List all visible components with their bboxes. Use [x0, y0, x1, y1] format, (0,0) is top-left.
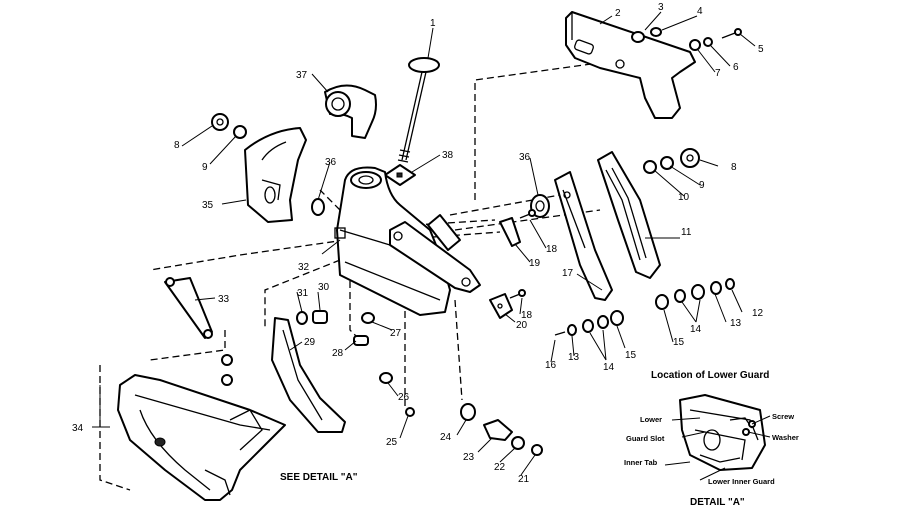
leader-lines [92, 11, 771, 481]
pivot-link-arm [389, 214, 481, 293]
callout-5: 5 [758, 44, 764, 55]
callout-22: 22 [494, 462, 506, 473]
callout-3: 3 [658, 2, 664, 13]
see-detail-caption: SEE DETAIL "A" [280, 472, 358, 483]
detail-label-inner-tab: Inner Tab [624, 458, 658, 467]
part-36-washer-left [311, 198, 325, 216]
part-17-guard-link [554, 171, 613, 301]
callout-36-right: 36 [519, 152, 531, 163]
assembly-lines [99, 59, 621, 491]
callout-26: 26 [398, 392, 410, 403]
hardware-13-14-15-16-lower [554, 310, 624, 336]
callout-25: 25 [386, 437, 398, 448]
callout-10: 10 [678, 192, 690, 203]
detail-label-lower: Lower [640, 415, 662, 424]
callout-17: 17 [562, 268, 574, 279]
callout-18-upper: 18 [546, 244, 558, 255]
part-8-knob-left [211, 113, 229, 131]
hardware-12-13-14-15-upper [655, 278, 735, 310]
detail-label-guard-slot: Guard Slot [626, 434, 665, 443]
part-28-screw [353, 335, 369, 346]
callout-15-lower: 15 [625, 350, 637, 361]
part-24-washer [460, 403, 476, 421]
callout-14-lower: 14 [603, 362, 615, 373]
callout-28: 28 [332, 348, 344, 359]
callout-36-left: 36 [325, 157, 337, 168]
part-37-elbow-fitting [324, 84, 377, 139]
part-22-washer [511, 436, 525, 450]
part-9-washer-left [233, 125, 247, 139]
callout-13-upper: 13 [730, 318, 742, 329]
part-1-adjustment-rod [397, 57, 440, 163]
callout-15-upper: 15 [673, 337, 685, 348]
detail-label-screw: Screw [772, 412, 794, 421]
callout-8-right: 8 [731, 162, 737, 173]
callout-35: 35 [202, 200, 214, 211]
part-10-washer [643, 160, 657, 174]
callout-19: 19 [529, 258, 541, 269]
callout-27: 27 [390, 328, 402, 339]
callout-33: 33 [218, 294, 230, 305]
callout-12: 12 [752, 308, 764, 319]
part-26-nut [379, 372, 393, 384]
part-33-rod [164, 277, 213, 339]
part-35-shield [244, 127, 307, 223]
part-19-clip [499, 217, 521, 247]
callout-9-right: 9 [699, 180, 705, 191]
part-18-screw-upper [519, 209, 536, 219]
callout-20: 20 [516, 320, 528, 331]
callout-13-lower: 13 [568, 352, 580, 363]
callout-8-left: 8 [174, 140, 180, 151]
callout-31: 31 [297, 288, 309, 299]
part-29-lower-inner-guard [271, 317, 346, 433]
callout-18-lower: 18 [521, 310, 533, 321]
callout-23: 23 [463, 452, 475, 463]
part-2-mounting-bracket [565, 11, 696, 119]
hardware-3-4-5-6-7 [631, 27, 742, 51]
callout-29: 29 [304, 337, 316, 348]
callout-21: 21 [518, 474, 530, 485]
callout-2: 2 [615, 8, 621, 19]
callout-14-upper: 14 [690, 324, 702, 335]
part-23-bracket [483, 419, 513, 441]
callout-6: 6 [733, 62, 739, 73]
part-25-screw [405, 407, 415, 417]
callout-34: 34 [72, 423, 84, 434]
callout-11: 11 [681, 227, 692, 238]
callout-1: 1 [430, 18, 436, 29]
callout-30: 30 [318, 282, 330, 293]
part-34-lower-guard [117, 374, 286, 501]
part-38-plate [384, 164, 416, 186]
part-18-screw-lower [509, 289, 526, 299]
part-21-nut [531, 444, 543, 456]
callout-38: 38 [442, 150, 454, 161]
detail-label-lower-inner-guard: Lower Inner Guard [708, 477, 775, 486]
callout-4: 4 [697, 6, 703, 17]
detail-a-title: DETAIL "A" [690, 497, 745, 508]
part-27-washer [361, 312, 375, 324]
callout-24: 24 [440, 432, 452, 443]
callout-16: 16 [545, 360, 557, 371]
callout-numbers: 1 2 3 4 5 6 7 8 9 8 9 10 11 12 13 14 15 … [72, 2, 764, 485]
part-8-knob-right [680, 148, 700, 168]
callout-37: 37 [296, 70, 308, 81]
location-of-lower-guard-title: Location of Lower Guard [651, 370, 769, 381]
part-20-bracket-clip [489, 293, 513, 319]
callout-32: 32 [298, 262, 310, 273]
detail-a-drawing [679, 394, 766, 471]
lower-guard-hardware [221, 354, 233, 386]
callout-7: 7 [715, 68, 721, 79]
callout-9-left: 9 [202, 162, 208, 173]
detail-label-washer: Washer [772, 433, 799, 442]
part-30-31-screw-washer [296, 310, 328, 325]
part-11-lower-guard-arm [597, 151, 661, 279]
